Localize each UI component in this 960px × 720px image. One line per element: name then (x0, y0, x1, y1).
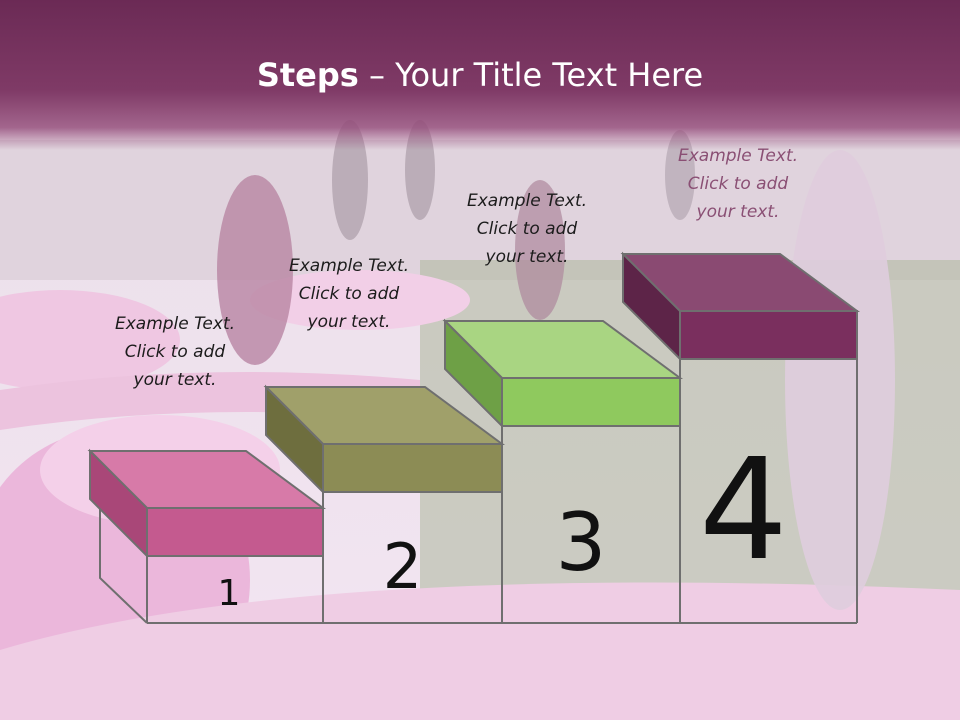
step-1-front-face (146, 507, 324, 557)
step-1-number: 1 (218, 573, 241, 614)
step-4-caption[interactable]: Example Text. Click to add your text. (643, 142, 833, 226)
step-4-number: 4 (699, 429, 788, 592)
step-2-caption-line: Click to add (298, 284, 400, 304)
step-1-caption-line: your text. (133, 370, 217, 390)
title-bold: Steps (256, 56, 359, 94)
step-1-caption-line: Example Text. (114, 314, 236, 334)
step-3-caption[interactable]: Example Text. Click to add your text. (432, 187, 622, 271)
step-4-caption-line: Example Text. (677, 146, 799, 166)
step-1-caption-line: Click to add (124, 342, 226, 362)
title-rest: – Your Title Text Here (358, 56, 704, 94)
step-2-number: 2 (383, 530, 422, 603)
step-2-front-face (322, 443, 503, 493)
step-3-caption-line: Example Text. (466, 191, 588, 211)
step-2-caption-line: your text. (307, 312, 391, 332)
step-4-front-face (679, 310, 858, 360)
step-3-caption-line: Click to add (476, 219, 578, 239)
step-4-caption-line: Click to add (687, 174, 789, 194)
step-4-caption-line: your text. (696, 202, 780, 222)
title-band (0, 0, 960, 150)
step-1-back-edge (99, 499, 148, 624)
step-3-front-face (501, 377, 681, 427)
step-3-number: 3 (556, 496, 607, 589)
step-2-caption[interactable]: Example Text. Click to add your text. (254, 252, 444, 336)
step-3-caption-line: your text. (485, 247, 569, 267)
slide-title[interactable]: Steps – Your Title Text Here (0, 56, 960, 94)
step-1-caption[interactable]: Example Text. Click to add your text. (80, 310, 270, 394)
step-2-caption-line: Example Text. (288, 256, 410, 276)
